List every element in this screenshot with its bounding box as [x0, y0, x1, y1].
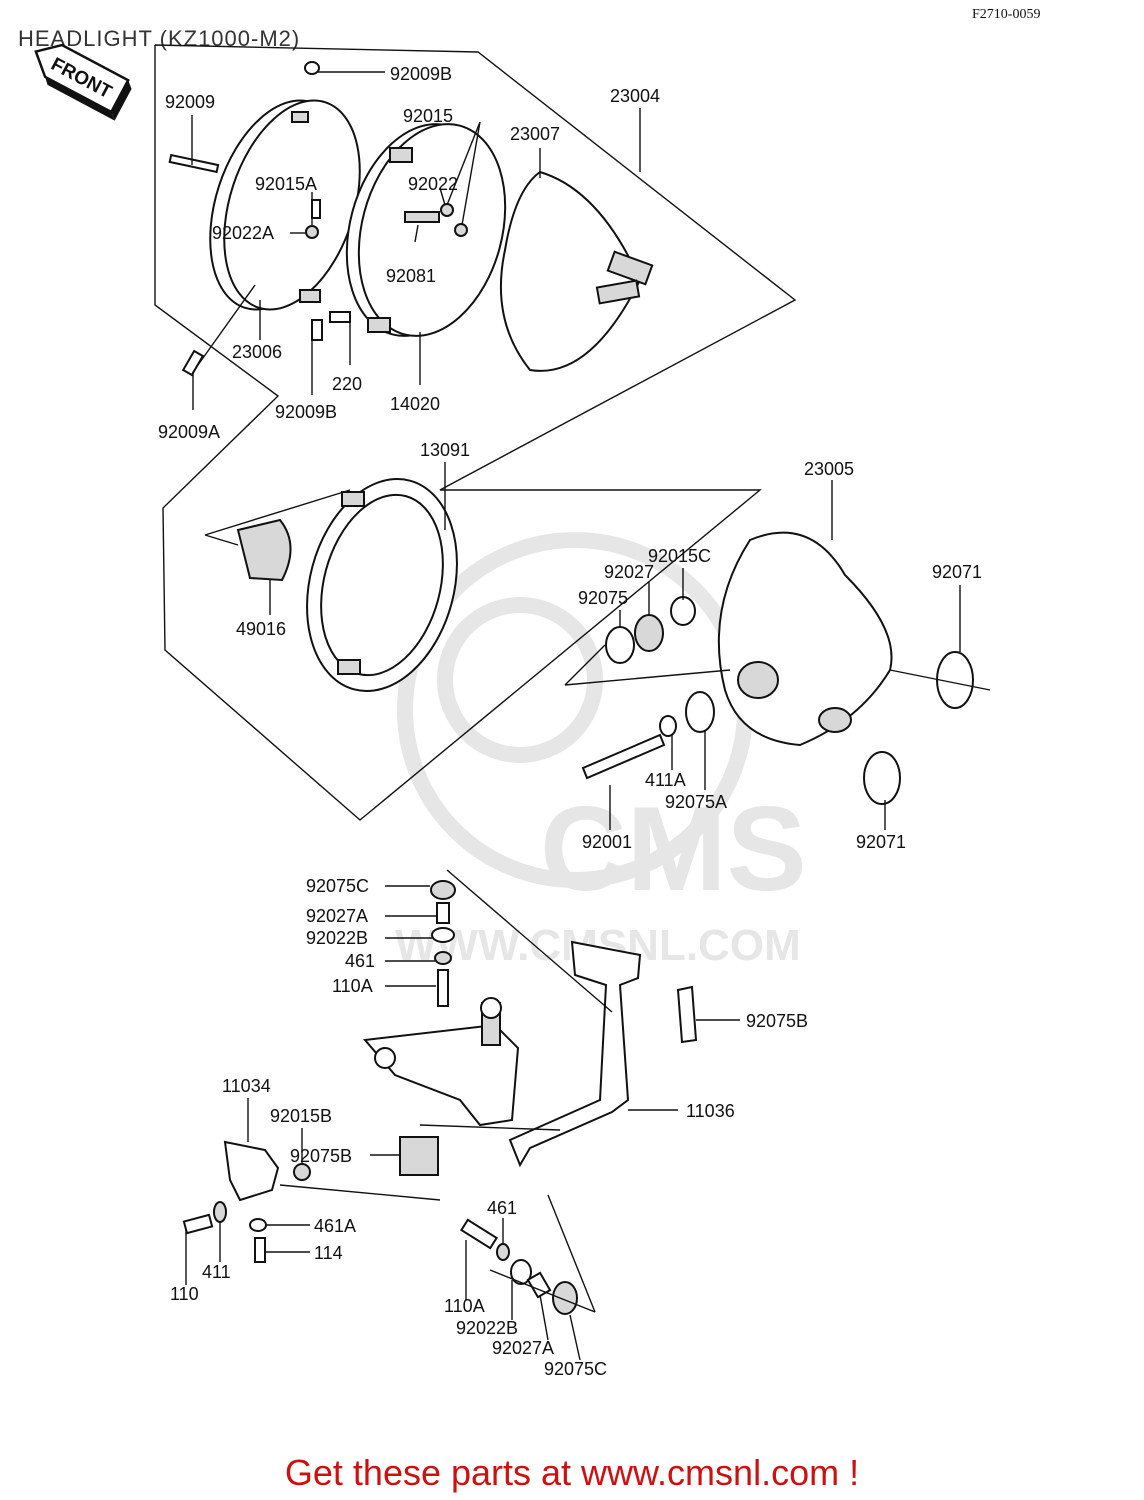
bolts-top	[168, 61, 468, 377]
label-110A-bottom: 110A	[444, 1296, 485, 1316]
sealed-beam-23007	[499, 170, 654, 372]
label-11036: 11036	[686, 1101, 735, 1121]
label-461A: 461A	[314, 1216, 356, 1236]
label-92015B: 92015B	[270, 1106, 332, 1126]
label-92075B-left: 92075B	[290, 1146, 352, 1166]
footer-link[interactable]: Get these parts at www.cmsnl.com !	[284, 1452, 860, 1493]
label-411: 411	[202, 1262, 231, 1282]
label-23007: 23007	[510, 124, 560, 144]
part-labels: 92009B 92009 92015 23004 23007 92015A 92…	[158, 64, 982, 1379]
label-411A: 411A	[645, 770, 686, 790]
label-23005: 23005	[804, 459, 854, 479]
label-92075A: 92075A	[665, 792, 727, 812]
label-461-bottom: 461	[487, 1198, 517, 1218]
label-92022B-bottom: 92022B	[456, 1318, 518, 1338]
label-92015C: 92015C	[648, 546, 711, 566]
label-92015A: 92015A	[255, 174, 317, 194]
label-92075C-top: 92075C	[306, 876, 369, 896]
label-49016: 49016	[236, 619, 286, 639]
label-110A-top: 110A	[332, 976, 373, 996]
headlight-ring-14020	[345, 123, 507, 337]
label-92081: 92081	[386, 266, 436, 286]
label-92015: 92015	[403, 106, 453, 126]
label-92071-top: 92071	[932, 562, 982, 582]
label-92009B-top: 92009B	[390, 64, 452, 84]
label-92075B-right: 92075B	[746, 1011, 808, 1031]
leader-49016b	[204, 489, 351, 536]
headlight-shell-23005	[717, 531, 893, 747]
label-92001: 92001	[582, 832, 632, 852]
label-92022B-top: 92022B	[306, 928, 368, 948]
label-13091: 13091	[420, 440, 470, 460]
label-92075: 92075	[578, 588, 628, 608]
label-110: 110	[170, 1284, 199, 1304]
fastener-stack	[182, 880, 596, 1315]
label-92009: 92009	[165, 92, 215, 112]
watermark-brand: CMS	[540, 782, 807, 916]
label-220: 220	[332, 374, 362, 394]
label-92022A: 92022A	[212, 223, 274, 243]
label-92009B-bottom: 92009B	[275, 402, 337, 422]
label-92071-bottom: 92071	[856, 832, 906, 852]
headlight-unit-13091	[306, 478, 458, 692]
pad-49016	[236, 518, 292, 582]
label-92027A-top: 92027A	[306, 906, 368, 926]
label-114: 114	[314, 1243, 343, 1263]
label-92009A: 92009A	[158, 422, 220, 442]
headlight-rim-23006	[209, 99, 361, 311]
diagram-code: F2710-0059	[972, 7, 1040, 22]
label-92027A-bottom: 92027A	[492, 1338, 554, 1358]
label-92022: 92022	[408, 174, 458, 194]
label-23006: 23006	[232, 342, 282, 362]
label-14020: 14020	[390, 394, 440, 414]
shell-hardware	[564, 596, 991, 805]
label-461-top: 461	[345, 951, 375, 971]
label-11034: 11034	[222, 1076, 271, 1096]
leader-lines	[185, 71, 961, 1361]
cmsnl-watermark: CMS WWW.CMSNL.COM	[395, 532, 807, 970]
bracket-11036	[223, 869, 698, 1202]
leader-49016	[204, 534, 239, 546]
label-23004: 23004	[610, 86, 660, 106]
label-92075C-bottom: 92075C	[544, 1359, 607, 1379]
assembly-outline	[154, 44, 797, 821]
label-92027: 92027	[604, 562, 654, 582]
